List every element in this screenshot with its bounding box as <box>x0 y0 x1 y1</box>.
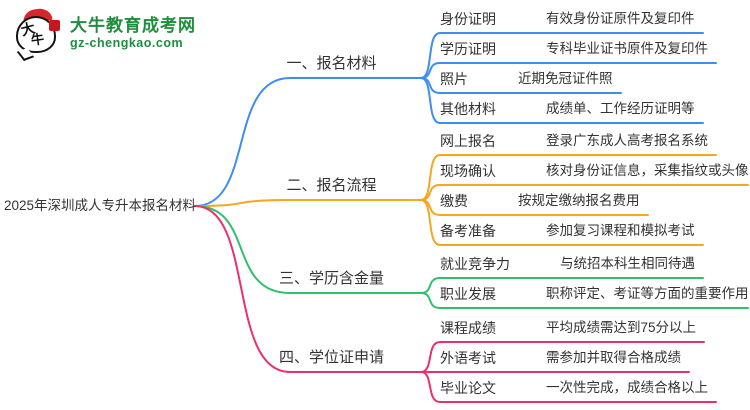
mindmap-item: 网上报名 登录广东成人高考报名系统 <box>440 131 708 151</box>
item-desc: 登录广东成人高考报名系统 <box>546 133 708 148</box>
mindmap-item: 其他材料 成绩单、工作经历证明等 <box>440 99 695 119</box>
mindmap-item: 就业竞争力 与统招本科生相同待遇 <box>440 254 695 274</box>
item-label: 职业发展 <box>440 286 496 302</box>
connector-line <box>194 199 422 207</box>
logo-subtitle: gz-chengkao.com <box>70 35 184 50</box>
item-desc: 参加复习课程和模拟考试 <box>546 223 695 238</box>
branch-label: 四、学位证申请 <box>278 349 384 366</box>
item-desc: 有效身份证原件及复印件 <box>546 11 695 26</box>
item-label: 学历证明 <box>440 41 496 57</box>
logo-text: 大牛教育成考网 gz-chengkao.com <box>70 16 196 50</box>
connector-line <box>420 77 704 124</box>
item-label: 课程成绩 <box>440 320 496 336</box>
item-desc: 核对身份证信息，采集指纹或头像 <box>546 163 749 178</box>
item-label: 现场确认 <box>440 163 496 179</box>
item-label: 就业竞争力 <box>440 256 510 272</box>
mindmap-item: 毕业论文 一次性完成，成绩合格以上 <box>440 378 708 398</box>
item-label: 缴费 <box>440 193 468 209</box>
logo-char-bottom: 牛 <box>30 31 45 48</box>
branch-label: 二、报名流程 <box>286 177 377 194</box>
branch-label: 一、报名材料 <box>286 55 377 72</box>
item-desc: 一次性完成，成绩合格以上 <box>546 380 708 395</box>
item-desc: 成绩单、工作经历证明等 <box>546 101 695 116</box>
mindmap-item: 课程成绩 平均成绩需达到75分以上 <box>440 318 696 338</box>
item-label: 外语考试 <box>440 350 496 366</box>
connector-line <box>420 292 749 309</box>
mindmap-item: 现场确认 核对身份证信息，采集指纹或头像 <box>440 161 749 181</box>
mindmap-item: 缴费 按规定缴纳报名费用 <box>440 191 640 211</box>
root-topic: 2025年深圳成人专升本报名材料 <box>4 198 197 213</box>
mindmap-item: 外语考试 需参加并取得合格成绩 <box>440 348 681 368</box>
item-label: 照片 <box>440 71 468 87</box>
mindmap-item: 职业发展 职称评定、考证等方面的重要作用 <box>440 284 749 304</box>
item-desc: 按规定缴纳报名费用 <box>518 193 640 208</box>
mindmap-item: 学历证明 专科毕业证书原件及复印件 <box>440 39 708 59</box>
branch-label: 三、学历含金量 <box>278 270 384 287</box>
item-desc: 需参加并取得合格成绩 <box>546 350 681 365</box>
item-desc: 与统招本科生相同待遇 <box>560 256 695 271</box>
item-label: 备考准备 <box>440 223 496 239</box>
logo-seal-icon <box>49 20 60 31</box>
item-desc: 平均成绩需达到75分以上 <box>546 320 697 335</box>
item-desc: 专科毕业证书原件及复印件 <box>546 41 708 56</box>
mindmap-item: 照片 近期免冠证件照 <box>440 69 613 89</box>
logo-title: 大牛教育成考网 <box>70 16 196 36</box>
logo-mark-icon: 大 牛 <box>14 7 61 58</box>
connector-line <box>420 341 705 373</box>
item-label: 网上报名 <box>440 133 496 149</box>
connector-line <box>420 199 704 246</box>
site-logo: 大 牛 大牛教育成考网 gz-chengkao.com <box>14 7 196 58</box>
connector-line <box>194 205 422 294</box>
logo-bubble-icon <box>16 16 56 53</box>
item-label: 毕业论文 <box>440 380 496 396</box>
connector-line <box>194 205 422 373</box>
item-label: 其他材料 <box>440 101 496 117</box>
item-label: 身份证明 <box>440 11 496 27</box>
item-desc: 职称评定、考证等方面的重要作用 <box>546 286 749 301</box>
item-desc: 近期免冠证件照 <box>518 71 613 86</box>
connector-line <box>420 371 717 403</box>
mindmap-item: 身份证明 有效身份证原件及复印件 <box>440 9 695 29</box>
connector-line <box>194 77 422 207</box>
mindmap-item: 备考准备 参加复习课程和模拟考试 <box>440 221 695 241</box>
